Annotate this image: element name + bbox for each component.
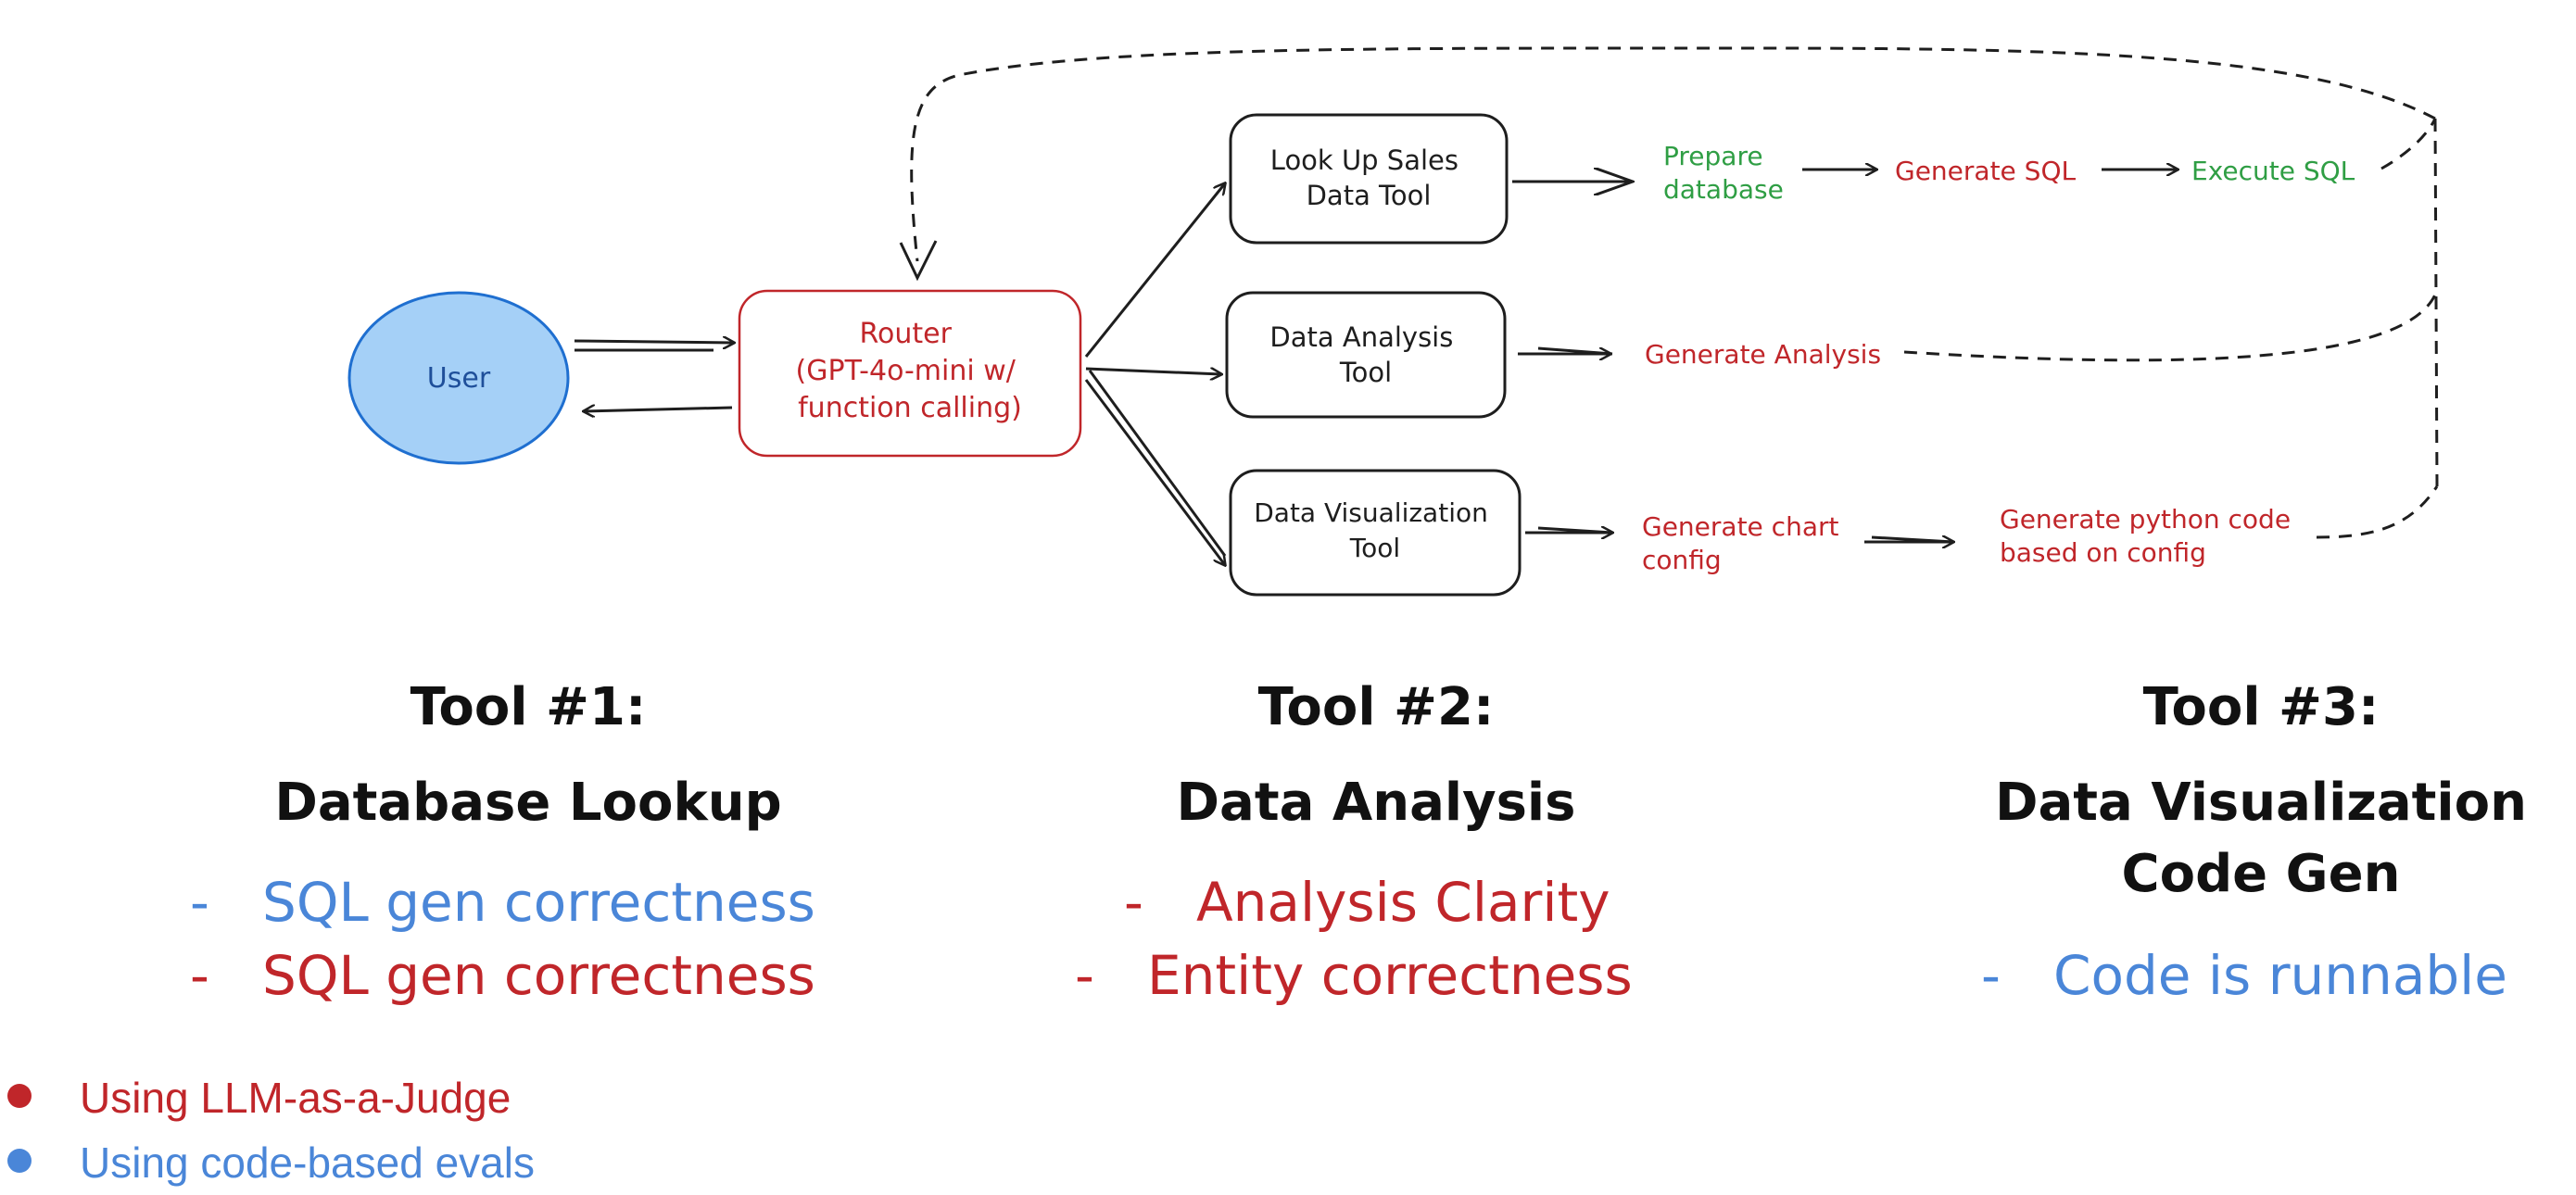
router-node: Router (GPT-4o-mini w/ function calling) bbox=[738, 289, 1082, 458]
tool-1-heading: Tool #1: bbox=[410, 677, 647, 737]
tool-lookup-box bbox=[1229, 113, 1509, 245]
tool-2-name: Data Analysis bbox=[1176, 773, 1576, 833]
legend-label: Using code-based evals bbox=[80, 1138, 535, 1187]
step-generate-chart-config: Generate chart config bbox=[1642, 511, 1847, 575]
router-to-tools-arrows bbox=[1084, 183, 1227, 565]
metric-text: Analysis Clarity bbox=[1196, 871, 1610, 934]
tool-viz-line-2: Tool bbox=[1349, 533, 1400, 563]
legend-dot-blue bbox=[7, 1149, 32, 1173]
arrow-analysis-extra bbox=[1537, 346, 1613, 356]
tool-analysis-node: Data Analysis Tool bbox=[1225, 291, 1507, 419]
tool-1-metric-2: -SQL gen correctness bbox=[190, 938, 815, 1013]
router-line-3: function calling) bbox=[798, 392, 1022, 424]
arrow-router-to-viz-extra bbox=[1088, 370, 1227, 557]
legend-label: Using LLM-as-a-Judge bbox=[80, 1074, 511, 1122]
tool-3-name-line-2: Code Gen bbox=[2121, 844, 2401, 904]
tool-2-heading: Tool #2: bbox=[1257, 677, 1495, 737]
router-line-1: Router bbox=[860, 318, 953, 350]
dash: - bbox=[190, 871, 209, 934]
arrow-router-to-viz bbox=[1084, 379, 1225, 565]
tool-viz-box bbox=[1229, 469, 1522, 597]
user-ellipse bbox=[347, 291, 570, 465]
arrow-router-to-lookup bbox=[1084, 183, 1225, 358]
arrow-user-to-router bbox=[574, 341, 734, 343]
loop-from-execute bbox=[2380, 118, 2437, 170]
prepare-line-1: Prepare bbox=[1663, 141, 1763, 171]
tool-2-metric-2: -Entity correctness bbox=[1075, 938, 1633, 1013]
dash: - bbox=[1124, 871, 1143, 934]
arrow-chart-extra bbox=[1871, 535, 1954, 544]
metric-text: SQL gen correctness bbox=[262, 871, 815, 934]
tool-1-name: Database Lookup bbox=[274, 773, 782, 833]
arrow-router-to-user bbox=[584, 408, 733, 411]
tool-lookup-line-2: Data Tool bbox=[1307, 180, 1432, 211]
tool-lookup-label: Look Up Sales Data Tool bbox=[1270, 145, 1467, 211]
tool-analysis-box bbox=[1225, 291, 1507, 419]
tool-analysis-line-1: Data Analysis bbox=[1269, 321, 1453, 353]
prepare-line-2: database bbox=[1663, 174, 1784, 205]
tool-viz-node: Data Visualization Tool bbox=[1229, 469, 1522, 597]
dash: - bbox=[190, 944, 209, 1007]
user-node: User bbox=[347, 291, 570, 465]
step-generate-analysis: Generate Analysis bbox=[1645, 339, 1881, 370]
dash: - bbox=[1075, 944, 1094, 1007]
tool-3-heading: Tool #3: bbox=[2142, 677, 2380, 737]
chart-config-line-2: config bbox=[1642, 545, 1722, 575]
step-arrows bbox=[1512, 170, 2178, 542]
python-line-2: based on config bbox=[2000, 537, 2206, 568]
tool-2-metric-1: -Analysis Clarity bbox=[1124, 865, 1610, 939]
step-execute-sql: Execute SQL bbox=[2191, 156, 2355, 186]
legend-dot-red bbox=[7, 1084, 32, 1108]
tool-analysis-line-2: Tool bbox=[1339, 357, 1392, 388]
arrow-router-to-analysis bbox=[1085, 367, 1221, 374]
user-router-arrows bbox=[574, 341, 734, 411]
tool-lookup-node: Look Up Sales Data Tool bbox=[1229, 113, 1509, 245]
tool-lookup-line-1: Look Up Sales bbox=[1270, 145, 1458, 176]
loop-main-path bbox=[910, 46, 2436, 262]
dash: - bbox=[1981, 944, 2001, 1007]
loop-right-vertical bbox=[2433, 118, 2439, 487]
feedback-loop bbox=[910, 46, 2439, 539]
chart-config-line-1: Generate chart bbox=[1642, 511, 1838, 542]
router-box bbox=[738, 289, 1082, 458]
step-prepare-database: Prepare database bbox=[1663, 141, 1784, 205]
metric-text: Code is runnable bbox=[2053, 944, 2507, 1007]
python-line-1: Generate python code bbox=[2000, 504, 2291, 535]
metric-text: SQL gen correctness bbox=[262, 944, 815, 1007]
tool-1-metric-1: -SQL gen correctness bbox=[190, 865, 815, 939]
loop-from-python bbox=[2316, 485, 2439, 539]
tool-3-metric-1: -Code is runnable bbox=[1981, 938, 2507, 1013]
loop-from-analysis bbox=[1903, 294, 2437, 362]
arrow-viz-extra bbox=[1537, 526, 1613, 535]
step-generate-python-code: Generate python code based on config bbox=[2000, 504, 2299, 568]
tool-analysis-label: Data Analysis Tool bbox=[1269, 321, 1461, 388]
step-generate-sql: Generate SQL bbox=[1895, 156, 2076, 186]
loop-arrowhead bbox=[899, 240, 938, 282]
tool-3-name-line-1: Data Visualization bbox=[1995, 773, 2527, 833]
tool-viz-line-1: Data Visualization bbox=[1254, 497, 1488, 528]
metric-text: Entity correctness bbox=[1147, 944, 1633, 1007]
router-label: Router (GPT-4o-mini w/ function calling) bbox=[796, 318, 1025, 424]
router-line-2: (GPT-4o-mini w/ bbox=[796, 355, 1017, 387]
tool-viz-label: Data Visualization Tool bbox=[1254, 497, 1496, 563]
user-label: User bbox=[427, 362, 491, 395]
